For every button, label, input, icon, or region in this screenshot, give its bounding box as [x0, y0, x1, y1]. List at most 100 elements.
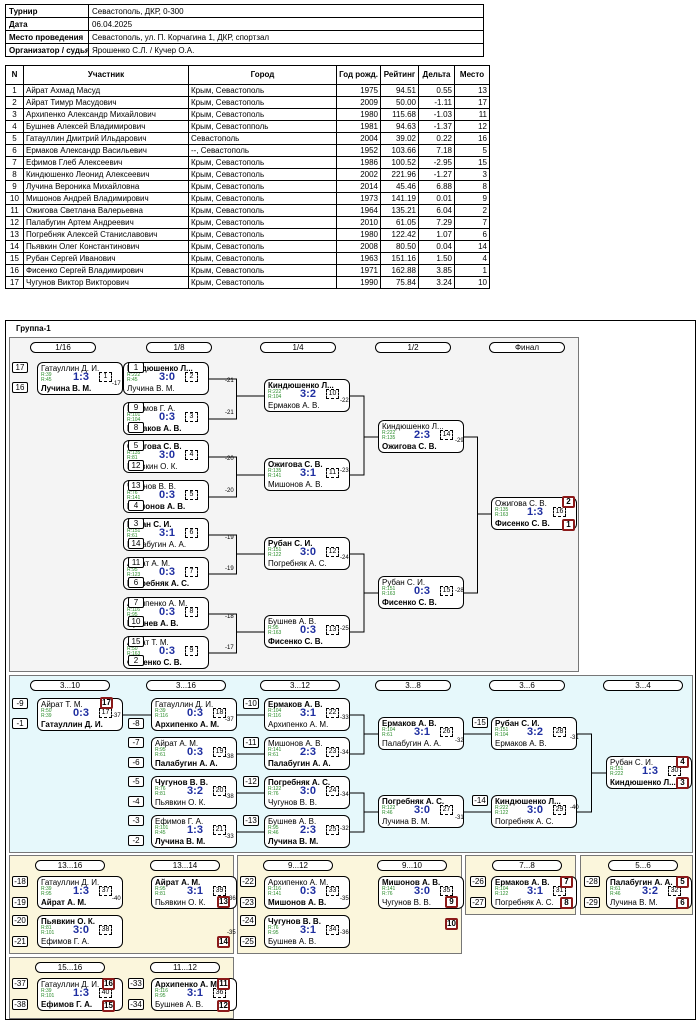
player-2-rating: R:95 — [268, 930, 279, 936]
match-number: 3 — [185, 412, 198, 422]
player-1-name: Чугунов В. В. — [155, 778, 208, 787]
round-header: 3...12 — [260, 680, 340, 691]
player-1-rating: R:95 — [155, 886, 166, 892]
player-2-name: Пьявкин О. К. — [127, 462, 178, 471]
final-place: 9 — [445, 896, 458, 908]
player-2-name: Ермаков А. В. — [127, 424, 182, 433]
loser-slot: -37 — [12, 978, 28, 989]
birth-year: 1990 — [336, 276, 381, 289]
player-1-name: Киндюшенко Л... — [127, 364, 193, 373]
match-number: 30 — [668, 766, 681, 776]
player-1-name: Архипенко А. М. — [155, 980, 220, 989]
loser-slot: -4 — [128, 796, 144, 807]
player-2-rating: R:46 — [382, 810, 393, 816]
seed-number: 14 — [128, 538, 144, 549]
match-score: 2:3 — [300, 746, 316, 758]
player-2-name: Бушнев А. В. — [127, 619, 179, 628]
round-header: 11...12 — [150, 962, 220, 973]
feed-label: -17 — [225, 645, 234, 651]
player-1-rating: R:104 — [382, 727, 396, 733]
loser-slot: -28 — [584, 876, 600, 887]
player-2-rating: R:104 — [495, 732, 509, 738]
player-2-name: Бушнев А. В. — [268, 937, 317, 946]
player-2-rating: R:141 — [268, 473, 282, 479]
feed-label: -37 — [225, 717, 234, 723]
player-2-name: Архипенко А. М. — [155, 720, 220, 729]
match-score: 3:2 — [300, 388, 316, 400]
player-2-name: Фисенко С. В. — [268, 637, 323, 646]
connector-line — [350, 733, 378, 755]
connector-line — [577, 772, 606, 813]
match-number: 29 — [553, 805, 566, 815]
loser-slot: -22 — [240, 876, 256, 887]
match-score: 3:1 — [187, 885, 203, 897]
connector-line — [209, 553, 264, 575]
connector-line — [209, 631, 264, 654]
match-score: 1:3 — [73, 987, 89, 999]
match-number: 1 — [99, 372, 112, 382]
loser-slot: -9 — [12, 698, 28, 709]
match-number: 28 — [553, 727, 566, 737]
connector-line — [350, 811, 378, 833]
loser-slot: -21 — [12, 936, 28, 947]
match-score: 3:0 — [159, 449, 175, 461]
match-number: 12 — [326, 547, 339, 557]
player-1-name: Ефимов Г. А. — [155, 817, 204, 826]
player-2-rating: R:122 — [495, 891, 509, 897]
player-1-rating: R:76 — [127, 490, 138, 496]
connector-line — [209, 613, 264, 633]
round-header: 7...8 — [492, 860, 562, 871]
player-2-rating: R:123 — [127, 572, 141, 578]
player-1-rating: R:61 — [610, 886, 621, 892]
player-1-name: Рубан С. И. — [127, 520, 172, 529]
player-2-rating: R:61 — [127, 533, 138, 539]
match-score: 1:3 — [527, 506, 543, 518]
player-1-rating: R:39 — [155, 708, 166, 714]
round-header: 15...16 — [35, 962, 105, 973]
player-2-name: Мишонов А. В. — [127, 502, 186, 511]
seed-number: 16 — [12, 382, 28, 393]
loser-slot: -25 — [240, 936, 256, 947]
loser-slot: -3 — [128, 815, 144, 826]
player-2-rating: R:45 — [127, 377, 138, 383]
round-header: 1/4 — [260, 342, 336, 353]
connector-line — [209, 474, 264, 498]
loser-slot: -23 — [240, 897, 256, 908]
match-number: 15 — [440, 586, 453, 596]
player-2-rating: R:61 — [155, 752, 166, 758]
player-1-name: Погребняк А. С. — [268, 778, 331, 787]
player-2-name: Пьявкин О. К. — [155, 898, 206, 907]
final-place: 1 — [562, 519, 575, 531]
match-number: 27 — [440, 805, 453, 815]
match-number: 10 — [326, 389, 339, 399]
feed-label: -20 — [225, 456, 234, 462]
loser-slot: -27 — [470, 897, 486, 908]
loser-slot: -29 — [584, 897, 600, 908]
player-2-rating: R:95 — [155, 993, 166, 999]
